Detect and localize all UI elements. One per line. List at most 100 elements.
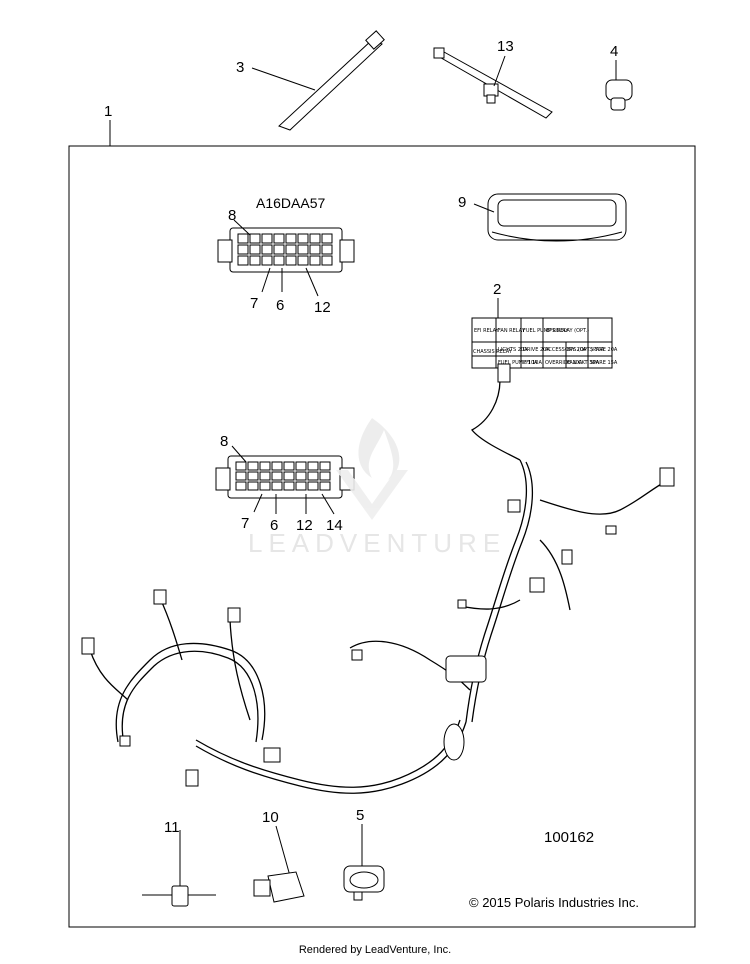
decal-eps-relay: EPS RELAY (OPT.) — [546, 328, 589, 334]
conn1-callout-6: 6 — [276, 297, 284, 314]
connector2-drawing — [215, 445, 355, 515]
connector-cavity — [247, 461, 259, 471]
connector-cavity — [235, 471, 247, 481]
connector-cavity — [285, 233, 297, 244]
callout-9: 9 — [458, 194, 466, 211]
decal-lights: LIGHTS 20A — [498, 347, 528, 353]
decal-override: OVERRIDE 10A — [545, 360, 583, 366]
connector-cavity — [319, 461, 331, 471]
connector-cavity — [259, 471, 271, 481]
callout-13: 13 — [497, 38, 514, 55]
diode-part — [142, 830, 216, 907]
connector-cavity — [307, 461, 319, 471]
connector-cavity — [321, 255, 333, 266]
decal-fan-ckt: FAN CKT 30A — [567, 360, 600, 366]
decal-efi: EFI 10A — [523, 360, 542, 366]
connector-cavity — [295, 471, 307, 481]
connector-cavity — [319, 481, 331, 491]
connector-cavity — [249, 244, 261, 255]
connector-part — [343, 824, 385, 901]
connector-cavity — [285, 255, 297, 266]
connector-cavity — [273, 255, 285, 266]
conn2-callout-12: 12 — [296, 517, 313, 534]
footer-credit: Rendered by LeadVenture, Inc. — [298, 944, 452, 956]
connector-cavity — [283, 481, 295, 491]
conn2-callout-6: 6 — [270, 517, 278, 534]
fuse-label-decal: EFI RELAY FAN RELAY FUEL PUMP RELAY EPS … — [471, 317, 618, 369]
decal-fuel-pump-relay: FUEL PUMP RELAY — [523, 328, 569, 334]
callout-11: 11 — [164, 819, 180, 836]
relay-cover-part — [473, 193, 627, 242]
decal-spare-15: SPARE 15A — [590, 360, 618, 366]
connector-cavity — [249, 233, 261, 244]
connector-cavity — [271, 481, 283, 491]
connector1-drawing — [217, 219, 355, 297]
connector-cavity — [309, 244, 321, 255]
callout-1: 1 — [104, 103, 112, 120]
connector-cavity — [297, 233, 309, 244]
decal-eps-opt: EPS (OPT.) 30A — [567, 347, 605, 353]
connector-cavity — [259, 461, 271, 471]
connector-cavity — [273, 244, 285, 255]
callout-3: 3 — [236, 59, 244, 76]
connector-cavity — [235, 461, 247, 471]
conn1-callout-8: 8 — [228, 207, 236, 224]
relay-plug-part — [253, 825, 305, 903]
conn2-callout-14: 14 — [326, 517, 343, 534]
connector-cavity — [261, 244, 273, 255]
connector-cavity — [271, 471, 283, 481]
connector-cavity — [237, 233, 249, 244]
connector-cavity — [273, 233, 285, 244]
connector-cavity — [247, 481, 259, 491]
wiring-harness — [81, 363, 675, 794]
cable-tie-part — [251, 30, 385, 131]
connector-cavity — [237, 244, 249, 255]
decal-fuel-pump: FUEL PUMP 10A — [498, 360, 538, 366]
decal-accessory: ACCESSORY 20A — [545, 347, 587, 353]
connector-cavity — [319, 471, 331, 481]
watermark-text: LEADVENTURE — [248, 528, 506, 558]
callout-2: 2 — [493, 281, 501, 298]
connector-cavity — [249, 255, 261, 266]
copyright: © 2015 Polaris Industries Inc. — [469, 895, 639, 910]
conn1-callout-7: 7 — [250, 295, 258, 312]
connector-cavity — [297, 244, 309, 255]
conn1-callout-12: 12 — [314, 299, 331, 316]
connector-cavity — [271, 461, 283, 471]
callout-4: 4 — [610, 43, 618, 60]
connector-cavity — [307, 481, 319, 491]
connector-cavity — [307, 471, 319, 481]
connector-cavity — [261, 233, 273, 244]
connector-cavity — [247, 471, 259, 481]
connector-cavity — [237, 255, 249, 266]
connector-cavity — [259, 481, 271, 491]
callout-10: 10 — [262, 809, 279, 826]
kit-frame — [68, 145, 696, 928]
connector-cavity — [261, 255, 273, 266]
push-mount-tie-part — [433, 47, 553, 119]
connector-cavity — [321, 233, 333, 244]
connector-cavity — [309, 255, 321, 266]
connector-cavity — [285, 244, 297, 255]
connector-cavity — [283, 461, 295, 471]
connector-cavity — [321, 244, 333, 255]
connector-cavity — [297, 255, 309, 266]
decal-efi-relay: EFI RELAY — [474, 328, 500, 334]
connector-cavity — [235, 481, 247, 491]
decal-spare-20: SPARE 20A — [590, 347, 618, 353]
connector-cavity — [309, 233, 321, 244]
connector-cavity — [295, 461, 307, 471]
conn2-callout-7: 7 — [241, 515, 249, 532]
connector-cavity — [295, 481, 307, 491]
connector-cavity — [283, 471, 295, 481]
clip-part — [605, 60, 633, 111]
decal-drive: DRIVE 20A — [523, 347, 550, 353]
decal-fan-relay: FAN RELAY — [498, 328, 526, 334]
decal-chassis-relay: CHASSIS RELAY — [473, 349, 513, 355]
callout-5: 5 — [356, 807, 364, 824]
connector1-code: A16DAA57 — [256, 195, 325, 211]
leadventure-watermark — [336, 418, 408, 520]
drawing-number: 100162 — [544, 829, 594, 846]
conn2-callout-8: 8 — [220, 433, 228, 450]
